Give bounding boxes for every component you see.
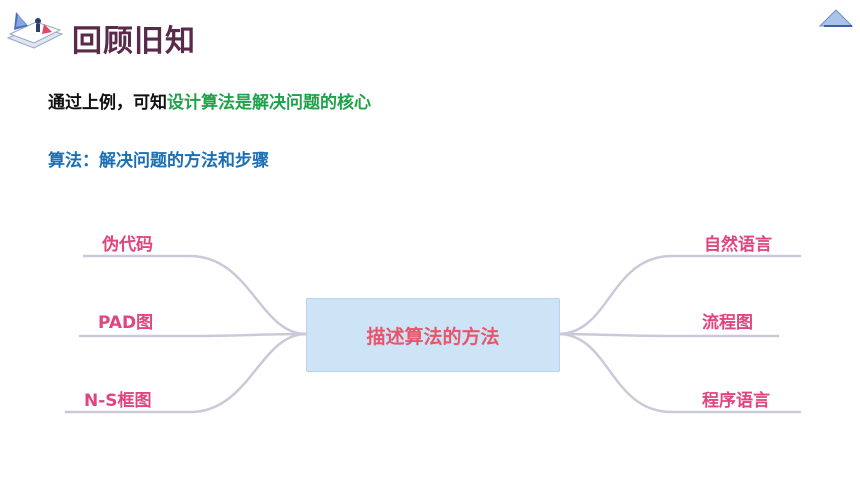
branch-right-2: 流程图 bbox=[702, 313, 753, 333]
branch-left-1: 伪代码 bbox=[102, 235, 153, 255]
connector-right-3 bbox=[556, 332, 802, 414]
triangle-decoration-icon bbox=[818, 9, 854, 27]
page-title: 回顾旧知 bbox=[72, 24, 196, 59]
branch-right-3: 程序语言 bbox=[702, 391, 770, 411]
intro-prefix: 通过上例，可知 bbox=[48, 93, 167, 113]
book-logo-icon bbox=[6, 12, 64, 49]
algorithm-definition: 算法：解决问题的方法和步骤 bbox=[48, 151, 269, 171]
connector-left-2 bbox=[78, 332, 308, 338]
intro-highlight: 设计算法是解决问题的核心 bbox=[167, 93, 371, 113]
intro-text: 通过上例，可知设计算法是解决问题的核心 bbox=[48, 88, 371, 113]
connector-left-3 bbox=[64, 332, 308, 414]
connector-left-1 bbox=[82, 254, 308, 336]
branch-left-2: PAD图 bbox=[98, 313, 154, 333]
connector-right-2 bbox=[556, 332, 780, 338]
branch-right-1: 自然语言 bbox=[704, 235, 772, 255]
branch-left-3: N-S框图 bbox=[84, 391, 152, 411]
center-node: 描述算法的方法 bbox=[306, 298, 560, 372]
connector-right-1 bbox=[556, 254, 802, 336]
